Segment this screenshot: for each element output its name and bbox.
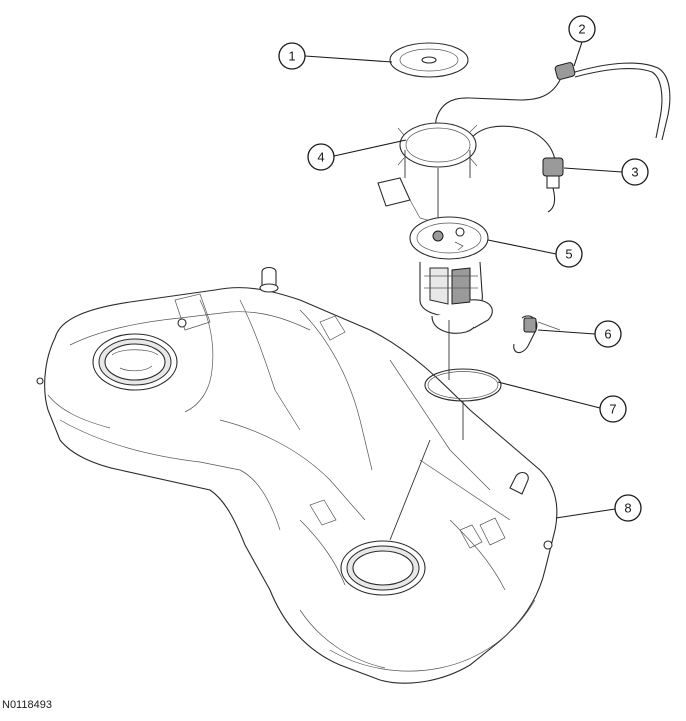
part-6-sender-wire — [513, 315, 561, 354]
part-4-lock-ring — [397, 122, 478, 218]
callout-6-label: 6 — [604, 327, 611, 342]
callout-1: 1 — [278, 42, 306, 70]
callout-8-label: 8 — [624, 501, 631, 516]
part-7-seal — [389, 368, 502, 541]
callout-3: 3 — [621, 158, 649, 186]
callout-1-label: 1 — [288, 49, 295, 64]
callout-5-label: 5 — [565, 247, 572, 262]
callout-3-label: 3 — [631, 165, 638, 180]
bracket-tool — [377, 177, 435, 223]
callout-7-label: 7 — [609, 402, 616, 417]
callout-2-label: 2 — [578, 22, 585, 37]
part-5-pump-flange — [409, 216, 489, 260]
part-2-fuel-line — [433, 62, 671, 141]
part-1-cap — [389, 42, 469, 78]
callout-7: 7 — [599, 395, 627, 423]
callout-4: 4 — [307, 143, 335, 171]
callout-6: 6 — [594, 320, 622, 348]
callout-5: 5 — [555, 240, 583, 268]
fuel-tank — [36, 266, 558, 684]
callout-4-label: 4 — [317, 150, 324, 165]
fuel-pump-module — [419, 261, 493, 380]
part-3-connector — [469, 125, 564, 213]
figure-id-label: N0118493 — [2, 699, 52, 711]
leader-lines — [304, 41, 623, 519]
callout-8: 8 — [614, 494, 642, 522]
callout-2: 2 — [568, 15, 596, 43]
